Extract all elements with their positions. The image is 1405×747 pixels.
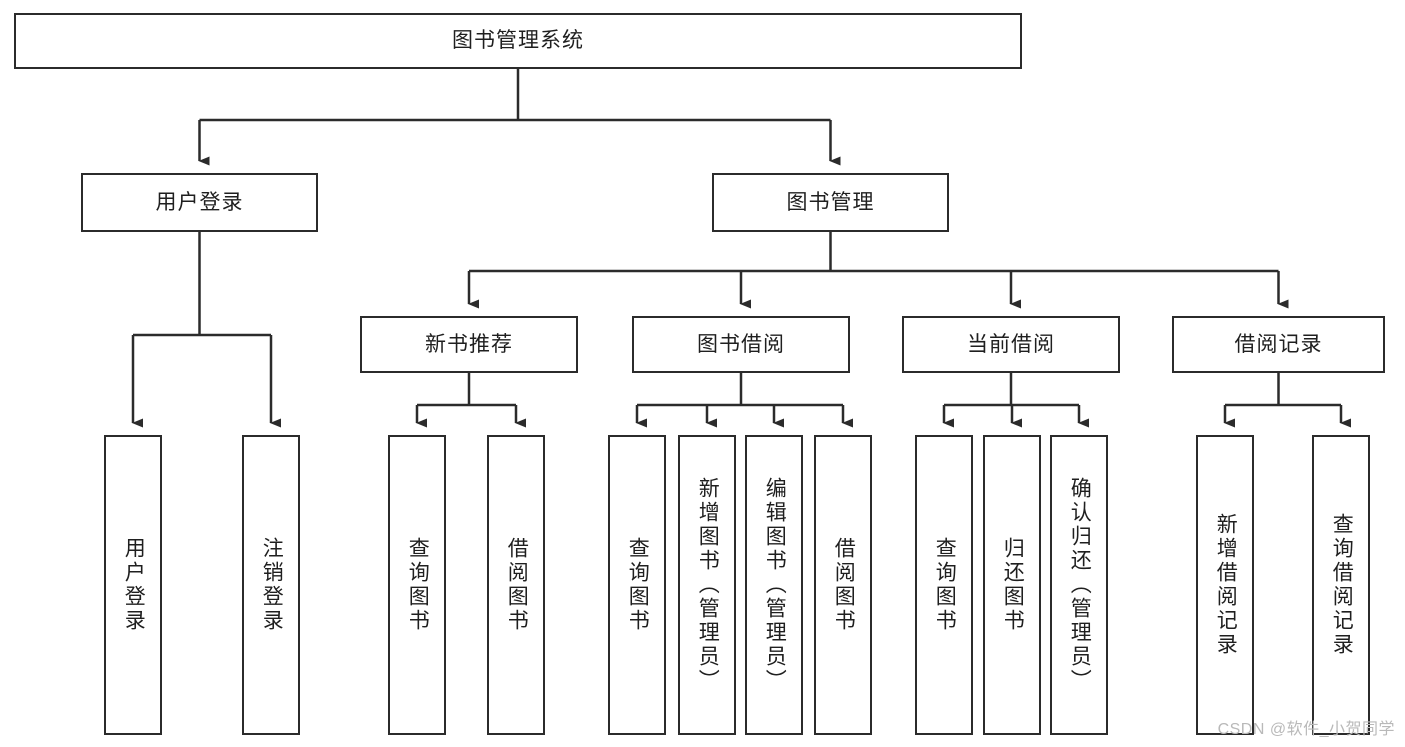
node-label: 借阅图书: [832, 537, 856, 633]
node-leaf-query-book-2[interactable]: 查询图书: [608, 435, 666, 735]
node-leaf-borrow-book-2[interactable]: 借阅图书: [814, 435, 872, 735]
node-user-login[interactable]: 用户登录: [81, 173, 318, 232]
node-label: 注销登录: [260, 537, 284, 633]
node-leaf-add-book[interactable]: 新增图书（管理员）: [678, 435, 736, 735]
node-new-book-rec[interactable]: 新书推荐: [360, 316, 578, 373]
node-label: 新书推荐: [425, 332, 513, 356]
node-label: 查询图书: [626, 537, 650, 633]
node-label: 查询图书: [406, 537, 430, 633]
node-label: 编辑图书（管理员）: [763, 477, 787, 693]
node-label: 新增图书（管理员）: [696, 477, 720, 693]
node-label: 用户登录: [155, 190, 244, 214]
node-label: 查询图书: [933, 537, 957, 633]
node-label: 图书借阅: [697, 332, 785, 356]
node-leaf-query-record[interactable]: 查询借阅记录: [1312, 435, 1370, 735]
node-leaf-query-book-3[interactable]: 查询图书: [915, 435, 973, 735]
node-label: 当前借阅: [967, 332, 1055, 356]
node-book-borrow[interactable]: 图书借阅: [632, 316, 850, 373]
node-leaf-borrow-book-1[interactable]: 借阅图书: [487, 435, 545, 735]
node-leaf-user-logout[interactable]: 注销登录: [242, 435, 300, 735]
node-leaf-user-login[interactable]: 用户登录: [104, 435, 162, 735]
node-leaf-confirm-return[interactable]: 确认归还（管理员）: [1050, 435, 1108, 735]
node-label: 新增借阅记录: [1214, 513, 1238, 657]
node-leaf-add-record[interactable]: 新增借阅记录: [1196, 435, 1254, 735]
node-current-borrow[interactable]: 当前借阅: [902, 316, 1120, 373]
node-label: 归还图书: [1001, 537, 1025, 633]
node-leaf-query-book-1[interactable]: 查询图书: [388, 435, 446, 735]
node-borrow-record[interactable]: 借阅记录: [1172, 316, 1385, 373]
node-label: 用户登录: [122, 537, 146, 633]
node-label: 借阅图书: [505, 537, 529, 633]
node-label: 查询借阅记录: [1330, 513, 1354, 657]
node-label: 确认归还（管理员）: [1068, 477, 1092, 693]
node-label: 图书管理: [786, 190, 875, 214]
node-label: 图书管理系统: [452, 29, 584, 53]
node-leaf-return-book[interactable]: 归还图书: [983, 435, 1041, 735]
watermark-text: CSDN @软件_小贺同学: [1217, 721, 1395, 738]
node-leaf-edit-book[interactable]: 编辑图书（管理员）: [745, 435, 803, 735]
node-label: 借阅记录: [1234, 332, 1323, 356]
node-root[interactable]: 图书管理系统: [14, 13, 1022, 69]
node-book-manage[interactable]: 图书管理: [712, 173, 949, 232]
